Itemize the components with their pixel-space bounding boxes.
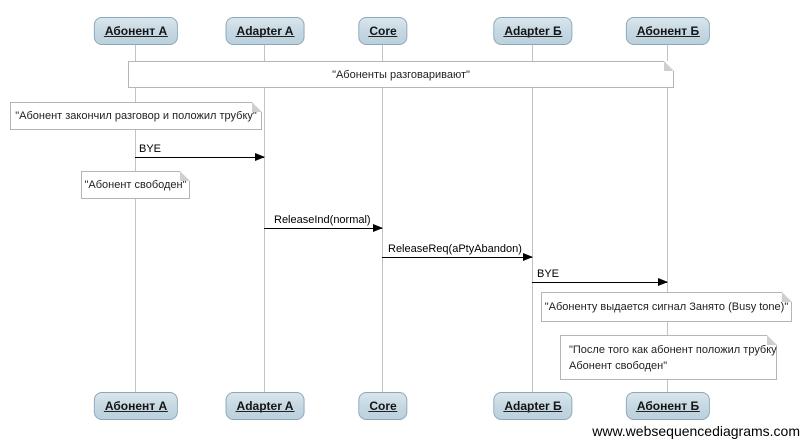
arrowhead-icon — [658, 278, 668, 286]
note-text: "Абонент закончил разговор и положил тру… — [15, 110, 257, 122]
arrowhead-icon — [373, 224, 383, 232]
lifeline-abonent-b — [667, 45, 668, 392]
actor-label: Adapter Б — [503, 399, 563, 413]
message-arrow-releaseind — [264, 224, 383, 232]
actor-label: Core — [368, 399, 399, 413]
note-corner-fold-icon — [782, 292, 792, 302]
actor-adapter-b-bottom: Adapter Б — [493, 392, 573, 420]
note-corner-fold-icon — [664, 61, 674, 71]
note-text-line: Абонент свободен" — [569, 359, 668, 372]
actor-abonent-a-bottom: Абонент А — [93, 392, 179, 420]
lifeline-abonent-a — [135, 45, 136, 392]
actor-abonent-a-top: Абонент А — [93, 17, 179, 45]
lifeline-adapter-a — [264, 45, 265, 392]
actor-label: Абонент А — [103, 24, 169, 38]
message-label-bye-1: BYE — [139, 143, 162, 155]
note-corner-fold-icon — [767, 335, 777, 345]
actor-abonent-b-bottom: Абонент Б — [625, 392, 711, 420]
note-text: "Абоненту выдается сигнал Занято (Busy t… — [544, 301, 789, 313]
actor-core-top: Core — [358, 17, 408, 45]
note-conversation: "Абоненты разговаривают" — [128, 61, 674, 88]
actor-abonent-b-top: Абонент Б — [625, 17, 711, 45]
arrowhead-icon — [523, 253, 533, 261]
lifeline-core — [382, 45, 383, 392]
note-text: "Абоненты разговаривают" — [332, 68, 470, 81]
lifeline-adapter-b — [532, 45, 533, 392]
actor-label: Абонент Б — [635, 399, 701, 413]
actor-core-bottom: Core — [358, 392, 408, 420]
message-label-bye-2: BYE — [537, 268, 560, 280]
note-text: "Абонент свободен" — [84, 179, 187, 191]
message-arrow-bye-2 — [532, 278, 668, 286]
note-after-hangup: "После того как абонент положил трубку А… — [560, 335, 777, 380]
actor-adapter-a-top: Adapter A — [225, 17, 305, 45]
note-hangup: "Абонент закончил разговор и положил тру… — [10, 102, 262, 130]
note-corner-fold-icon — [252, 102, 262, 112]
actor-label: Adapter A — [235, 399, 295, 413]
watermark-url: www.websequencediagrams.com — [592, 423, 800, 439]
note-text-line: "После того как абонент положил трубку — [569, 343, 777, 356]
actor-label: Adapter Б — [503, 24, 563, 38]
actor-label: Adapter A — [235, 24, 295, 38]
actor-adapter-a-bottom: Adapter A — [225, 392, 305, 420]
message-arrow-bye-1 — [135, 153, 265, 161]
message-label-releaseind: ReleaseInd(normal) — [274, 214, 371, 226]
actor-label: Абонент А — [103, 399, 169, 413]
note-free-a: "Абонент свободен" — [81, 171, 190, 199]
arrowhead-icon — [255, 153, 265, 161]
actor-adapter-b-top: Adapter Б — [493, 17, 573, 45]
message-arrow-releasereq — [382, 253, 533, 261]
note-busy-tone: "Абоненту выдается сигнал Занято (Busy t… — [541, 292, 792, 322]
actor-label: Абонент Б — [635, 24, 701, 38]
message-label-releasereq: ReleaseReq(aPtyAbandon) — [388, 243, 522, 255]
actor-label: Core — [368, 24, 399, 38]
note-corner-fold-icon — [180, 171, 190, 181]
